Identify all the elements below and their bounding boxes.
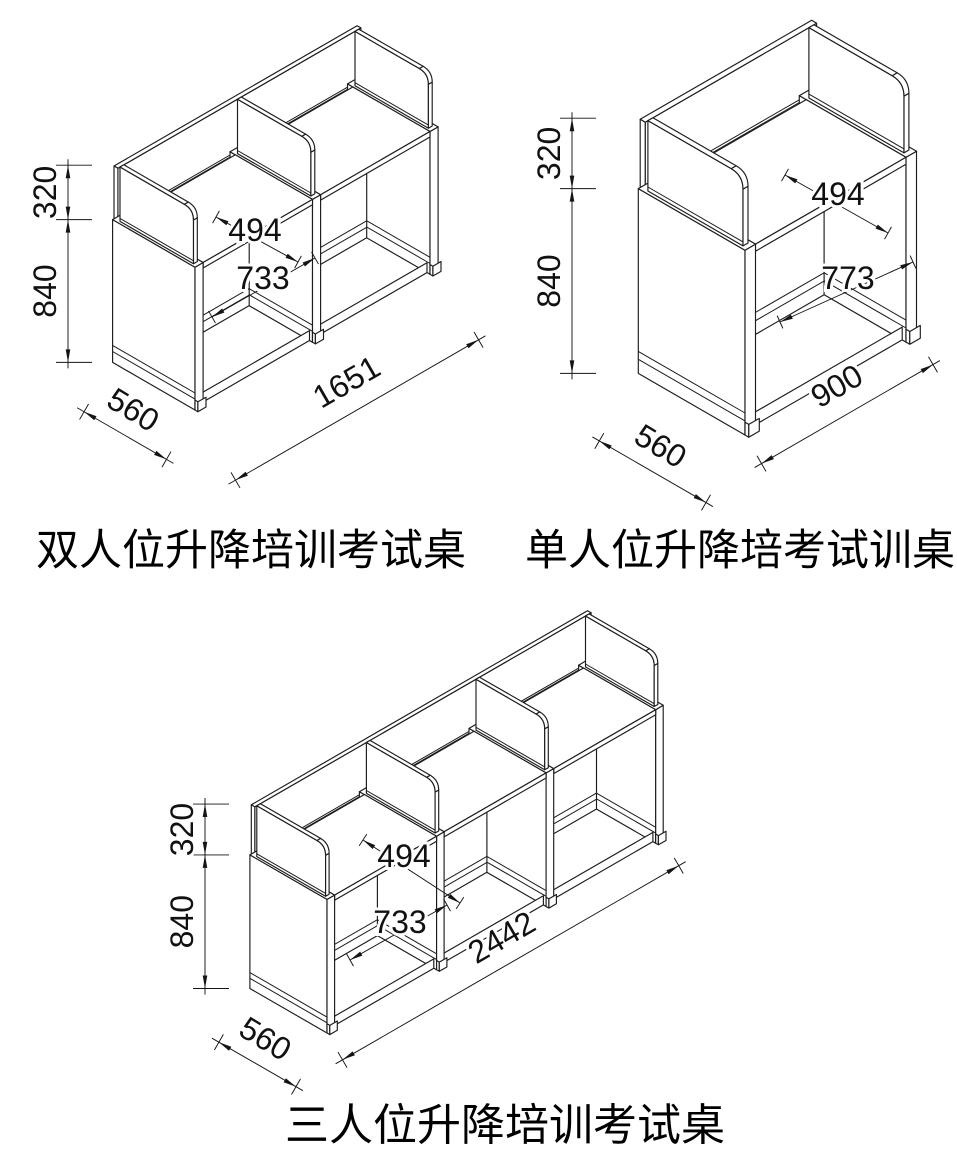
desk-triple-drawing <box>193 610 686 1095</box>
dim-label-screen-height: 320 <box>164 803 200 856</box>
dim-label-seat-width: 494 <box>228 212 281 248</box>
dim-label-screen-height: 320 <box>27 166 63 219</box>
dim-label-length: 2442 <box>462 904 542 971</box>
dim-label-opening-width: 773 <box>821 260 874 296</box>
dim-label-depth: 560 <box>101 381 165 439</box>
dim-label-depth: 560 <box>629 417 693 475</box>
dim-label-length: 900 <box>805 357 869 415</box>
dim-label-opening-width: 733 <box>373 904 426 940</box>
dim-label-opening-width: 733 <box>236 260 289 296</box>
dim-label-desk-height: 840 <box>27 264 63 317</box>
desk-double-title: 双人位升降培训考试桌 <box>36 528 466 575</box>
desk-single-drawing <box>560 19 941 511</box>
desk-double-drawing <box>56 25 486 489</box>
dim-label-depth: 560 <box>233 1009 297 1067</box>
desk-single-title: 单人位升降培考试训桌 <box>525 528 955 575</box>
dim-label-seat-width: 494 <box>811 176 864 212</box>
desk-triple-title: 三人位升降培训考试桌 <box>285 1101 725 1150</box>
dim-label-desk-height: 840 <box>164 895 200 948</box>
dim-label-screen-height: 320 <box>531 127 567 180</box>
dim-label-seat-width: 494 <box>377 838 430 874</box>
dim-label-length: 1651 <box>307 348 387 415</box>
dim-label-desk-height: 840 <box>531 254 567 307</box>
